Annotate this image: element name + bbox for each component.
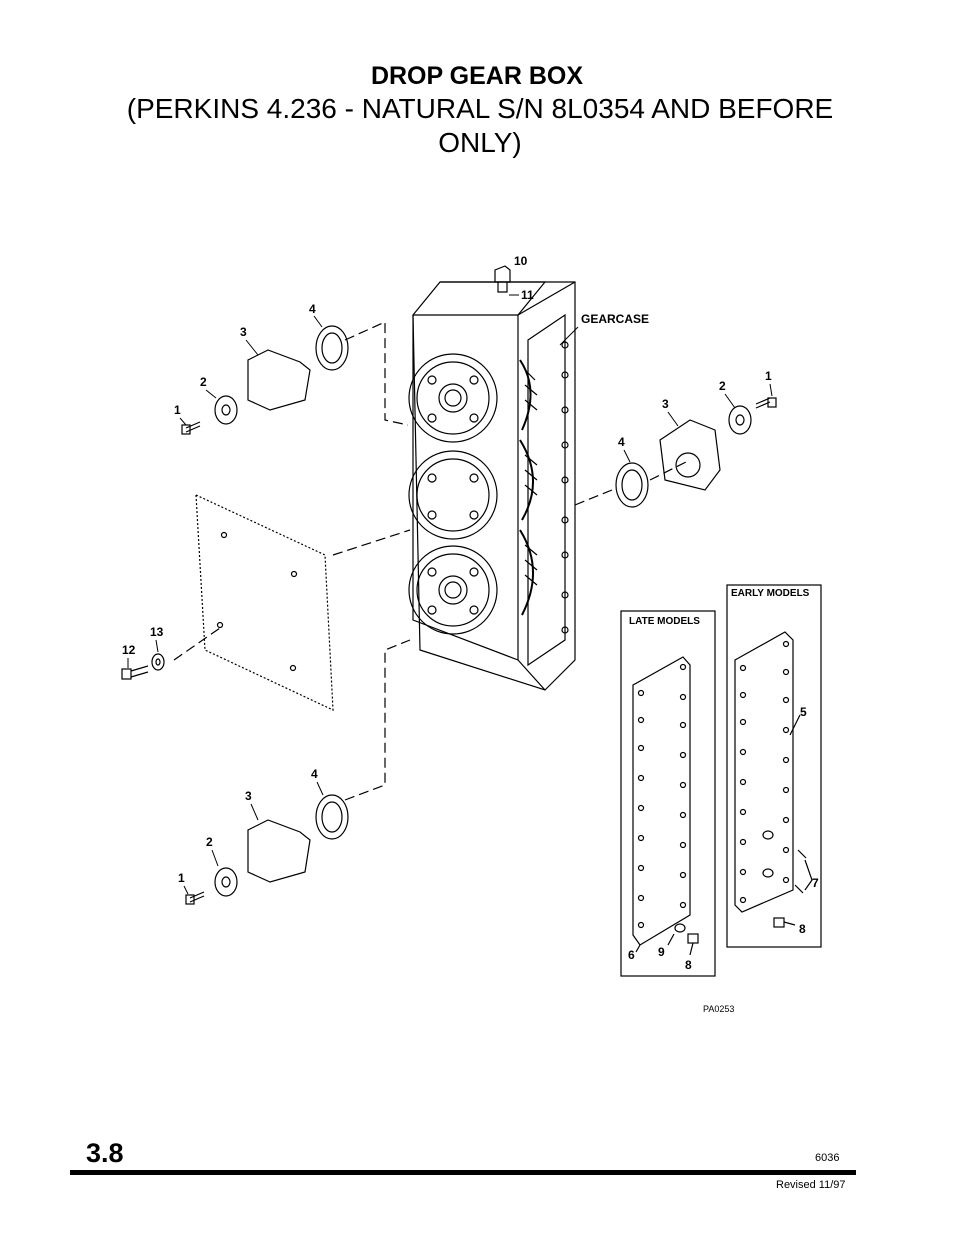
callout-2-lower-left: 2	[206, 835, 213, 849]
callout-9: 9	[658, 945, 665, 959]
gearcase-illustration	[408, 265, 576, 691]
page-number: 3.8	[86, 1138, 124, 1168]
callout-1-lower-left: 1	[178, 871, 185, 885]
callout-7: 7	[812, 876, 819, 890]
bolt-washer-group	[121, 653, 165, 680]
upper-left-yoke-group	[181, 325, 349, 435]
callout-4-upper-left: 4	[309, 302, 316, 316]
callout-1-upper-left: 1	[174, 403, 181, 417]
early-models-label: EARLY MODELS	[731, 588, 810, 599]
callout-12: 12	[122, 643, 136, 657]
document-code: 6036	[815, 1152, 840, 1164]
callout-11: 11	[521, 288, 534, 302]
callout-5: 5	[800, 705, 807, 719]
early-models-box	[726, 584, 822, 948]
callout-8-early: 8	[799, 922, 806, 936]
footer-rule	[70, 1170, 856, 1175]
callout-3-upper-left: 3	[240, 325, 247, 339]
page-title: DROP GEAR BOX	[370, 62, 584, 90]
callout-2-upper-left: 2	[200, 375, 207, 389]
callout-1-right: 1	[765, 369, 772, 383]
right-yoke-group	[615, 397, 777, 508]
callout-4-right: 4	[618, 435, 625, 449]
callout-10: 10	[514, 254, 528, 268]
callout-3-lower-left: 3	[245, 789, 252, 803]
callout-3-right: 3	[662, 397, 669, 411]
late-models-label: LATE MODELS	[629, 616, 700, 627]
callout-2-right: 2	[719, 379, 726, 393]
gearcase-label: GEARCASE	[581, 312, 649, 326]
callout-13: 13	[150, 625, 164, 639]
figure-code: PA0253	[703, 1004, 734, 1014]
callout-8-late: 8	[685, 958, 692, 972]
revised-date: Revised 11/97	[776, 1179, 846, 1191]
late-models-box	[620, 610, 716, 977]
callout-6: 6	[628, 948, 635, 962]
engine-plate-illustration	[195, 494, 334, 711]
callout-4-lower-left: 4	[311, 767, 318, 781]
lower-left-yoke-group	[185, 794, 349, 905]
page-subtitle: (PERKINS 4.236 - NATURAL S/N 8L0354 AND …	[126, 93, 834, 158]
